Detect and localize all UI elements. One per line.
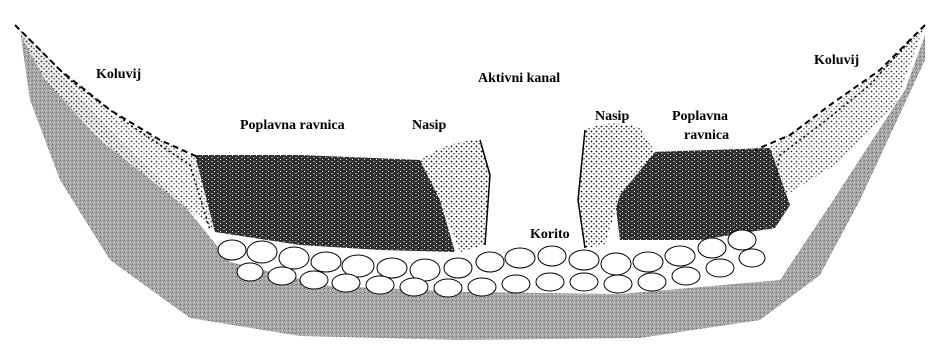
colluvium-right: [765, 25, 925, 205]
label-nasip-left: Nasip: [412, 118, 446, 133]
label-poplavna-ravnica-right-line2: ravnica: [684, 128, 729, 143]
label-aktivni-kanal: Aktivni kanal: [478, 71, 560, 86]
label-koluvij-left: Koluvij: [96, 67, 141, 82]
label-nasip-right: Nasip: [595, 109, 629, 124]
label-korito: Korito: [530, 227, 570, 242]
label-poplavna-ravnica-left: Poplavna ravnica: [240, 118, 345, 133]
floodplain-left: [195, 155, 455, 252]
label-poplavna-ravnica-right-line1: Poplavna: [672, 109, 728, 124]
label-koluvij-right: Koluvij: [814, 53, 859, 68]
